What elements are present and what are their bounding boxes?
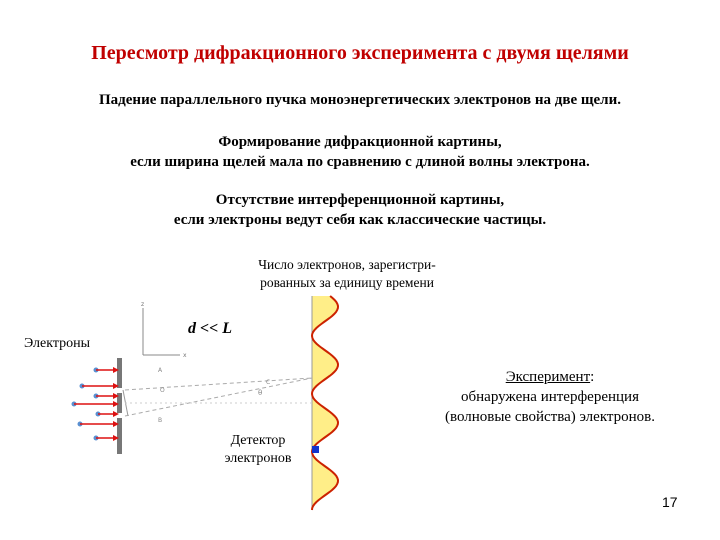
classical-line-1: Отсутствие интерференционной картины, — [215, 192, 505, 208]
electron-arrow — [71, 401, 119, 407]
point-label-b: B — [158, 417, 162, 424]
diffraction-line-1: Формирование дифракционной картины, — [218, 134, 502, 150]
electron-arrow — [95, 411, 119, 417]
detector-line-2: электронов — [224, 451, 292, 466]
electron-arrow — [93, 393, 119, 399]
experiment-label: Эксперимент — [505, 369, 591, 385]
diffraction-statement: Формирование дифракционной картины, если… — [0, 132, 720, 172]
electron-arrow — [77, 421, 119, 427]
electrons-label: Электроны — [24, 336, 91, 351]
barrier-bottom — [117, 418, 122, 454]
detector-line-1: Детектор — [230, 433, 286, 448]
classical-line-2: если электроны ведут себя как классическ… — [173, 212, 547, 228]
experiment-result: Эксперимент: обнаружена интерференция (в… — [400, 367, 700, 427]
experiment-line-2: обнаружена интерференция — [461, 389, 639, 405]
detector-square — [312, 446, 319, 453]
electron-beam — [71, 367, 119, 441]
point-label-o: O — [160, 387, 165, 394]
ray-upper — [124, 377, 313, 391]
page-number: 17 — [662, 494, 678, 510]
interference-pattern-fill — [312, 296, 338, 510]
slide-title: Пересмотр дифракционного эксперимента с … — [91, 42, 629, 64]
experiment-colon: : — [590, 369, 595, 385]
diffraction-line-2: если ширина щелей мала по сравнению с дл… — [130, 154, 590, 170]
count-label-line-1: Число электронов, зарегистри- — [258, 257, 436, 272]
ray-lower — [124, 377, 313, 417]
interference-wave-curve — [310, 295, 340, 511]
experiment-line-3: (волновые свойства) электронов. — [444, 409, 656, 425]
barrier-top — [117, 358, 122, 388]
distance-condition-label: d << L — [188, 320, 233, 337]
axis-label-x: x — [183, 352, 187, 359]
detector-label: Детектор электронов — [208, 432, 308, 468]
barrier-middle — [117, 393, 122, 413]
slide-subtitle: Падение параллельного пучка моноэнергети… — [99, 92, 621, 108]
electron-count-label: Число электронов, зарегистри- рованных з… — [232, 256, 462, 292]
angle-label-theta: θ — [258, 389, 262, 397]
electron-arrow — [93, 435, 119, 441]
classical-statement: Отсутствие интерференционной картины, ес… — [0, 190, 720, 230]
electron-arrow — [79, 383, 119, 389]
experiment-heading: Эксперимент: — [400, 367, 700, 387]
point-label-c: C — [266, 379, 270, 386]
axis-label-z: z — [141, 301, 144, 308]
electron-arrow — [93, 367, 119, 373]
count-label-line-2: рованных за единицу времени — [260, 275, 434, 290]
point-label-a: A — [158, 367, 163, 374]
